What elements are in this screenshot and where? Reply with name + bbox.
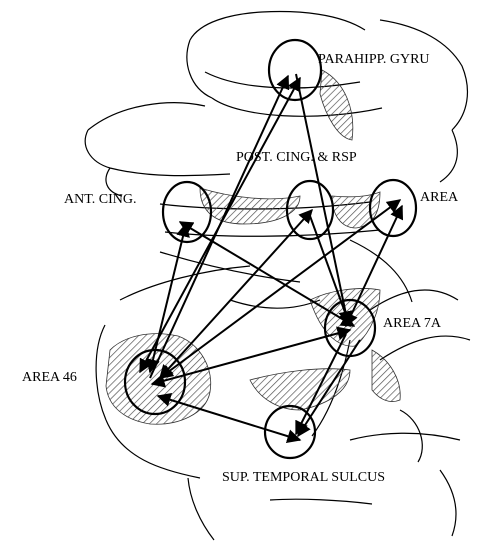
label-parahippocampal: PARAHIPP. GYRU bbox=[318, 52, 430, 68]
label-post-cing-rsp: POST. CING. & RSP bbox=[236, 150, 357, 166]
label-ant-cing: ANT. CING. bbox=[64, 192, 136, 208]
node-ant-cing bbox=[163, 182, 211, 242]
label-sts: SUP. TEMPORAL SULCUS bbox=[222, 470, 385, 486]
arrow-46-parahipp-2 bbox=[150, 76, 288, 378]
label-area-7a: AREA 7A bbox=[383, 316, 441, 332]
node-parahippocampal bbox=[269, 40, 321, 100]
label-area-46: AREA 46 bbox=[22, 370, 77, 386]
label-area-7b: AREA bbox=[420, 190, 458, 206]
arrow-antcing-area7a bbox=[180, 222, 354, 326]
